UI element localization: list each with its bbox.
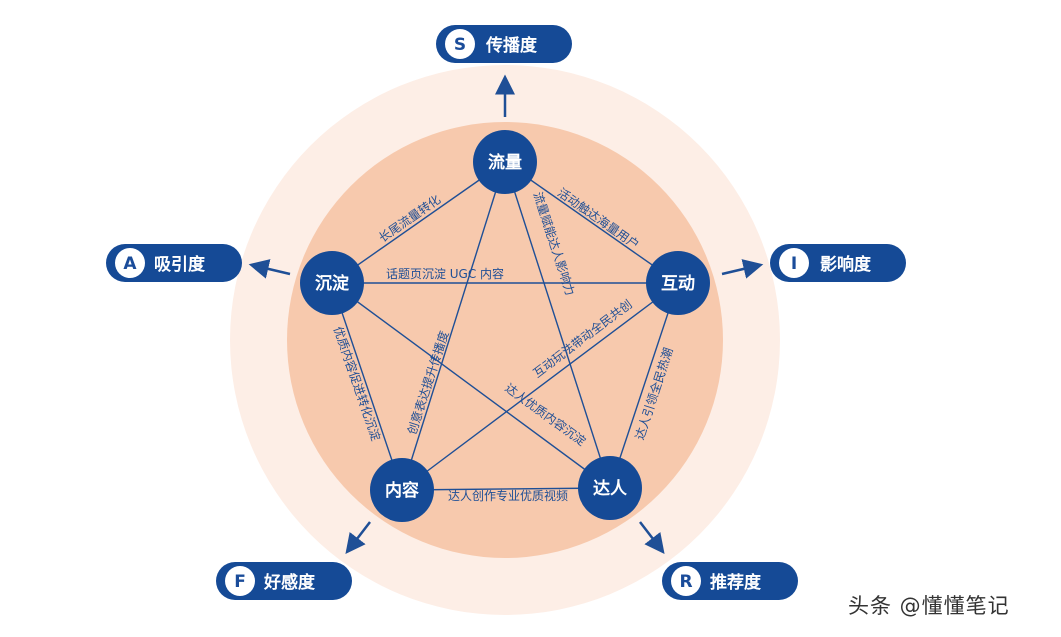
label-sediment-interaction: 话题页沉淀 UGC 内容	[386, 266, 504, 281]
svg-text:流量: 流量	[488, 152, 522, 173]
badge-i: I 影响度	[770, 244, 906, 282]
svg-text:好感度: 好感度	[263, 572, 316, 593]
edge-traffic-influencer	[504, 161, 611, 489]
arrow-bottom-right	[639, 521, 665, 554]
watermark: 头条 @懂懂笔记	[848, 594, 1010, 618]
svg-text:I: I	[791, 254, 797, 274]
svg-text:互动: 互动	[661, 274, 695, 294]
arrow-left	[248, 259, 291, 279]
svg-text:推荐度: 推荐度	[710, 572, 762, 593]
node-interaction: 互动	[646, 251, 710, 315]
node-traffic: 流量	[473, 130, 537, 194]
label-content-influencer: 达人创作专业优质视频	[448, 488, 568, 503]
inner-ring	[287, 122, 723, 558]
svg-text:传播度: 传播度	[485, 35, 538, 56]
svg-text:内容: 内容	[385, 480, 419, 501]
svg-text:R: R	[679, 572, 692, 592]
edge-interaction-influencer	[609, 282, 679, 489]
badge-a: A 吸引度	[106, 244, 242, 282]
badge-r: R 推荐度	[662, 562, 798, 600]
svg-text:吸引度: 吸引度	[154, 254, 206, 275]
badge-s: S 传播度	[436, 25, 572, 63]
svg-text:沉淀: 沉淀	[315, 273, 350, 294]
svg-text:影响度: 影响度	[820, 254, 872, 275]
svg-text:达人: 达人	[593, 478, 628, 499]
svg-text:A: A	[123, 254, 137, 274]
svg-text:F: F	[234, 572, 246, 592]
edge-traffic-content	[401, 161, 506, 491]
svg-text:S: S	[454, 35, 466, 55]
edge-content-interaction	[401, 282, 679, 491]
arrow-right	[721, 259, 764, 279]
edge-traffic-interaction	[504, 161, 679, 284]
edge-content-sediment	[331, 282, 403, 491]
edge-sediment-traffic	[331, 161, 506, 284]
node-influencer: 达人	[578, 456, 642, 520]
edge-sediment-influencer	[331, 282, 611, 489]
node-content: 内容	[370, 458, 434, 522]
badge-f: F 好感度	[216, 562, 352, 600]
node-sediment: 沉淀	[300, 251, 364, 315]
arrow-bottom-left	[345, 521, 371, 554]
edge-influencer-content	[401, 487, 611, 491]
